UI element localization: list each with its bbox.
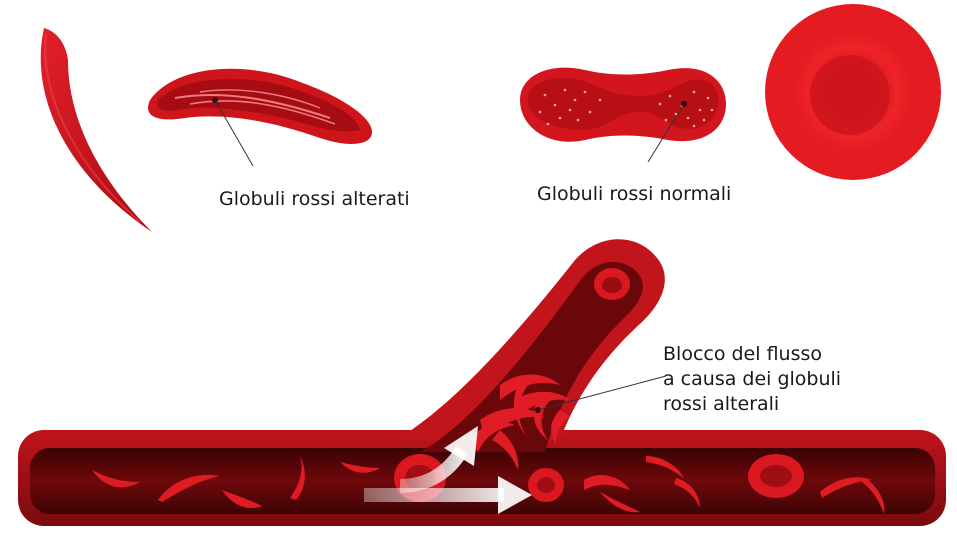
normal-cell-cross-section [520, 68, 726, 162]
label-blockage-line-2: a causa dei globuli [663, 367, 841, 392]
label-blockage-line-3: rossi alterali [663, 392, 841, 417]
label-blockage: Blocco del flusso a causa dei globuli ro… [663, 342, 841, 417]
label-blockage-line-1: Blocco del flusso [663, 342, 841, 367]
sickle-cell-crescent [41, 28, 152, 232]
sickle-cell-cross-section [148, 69, 372, 166]
normal-cell-disc [765, 4, 941, 180]
label-normal-cells: Globuli rossi normali [537, 182, 731, 206]
label-altered-cells: Globuli rossi alterati [219, 187, 410, 211]
